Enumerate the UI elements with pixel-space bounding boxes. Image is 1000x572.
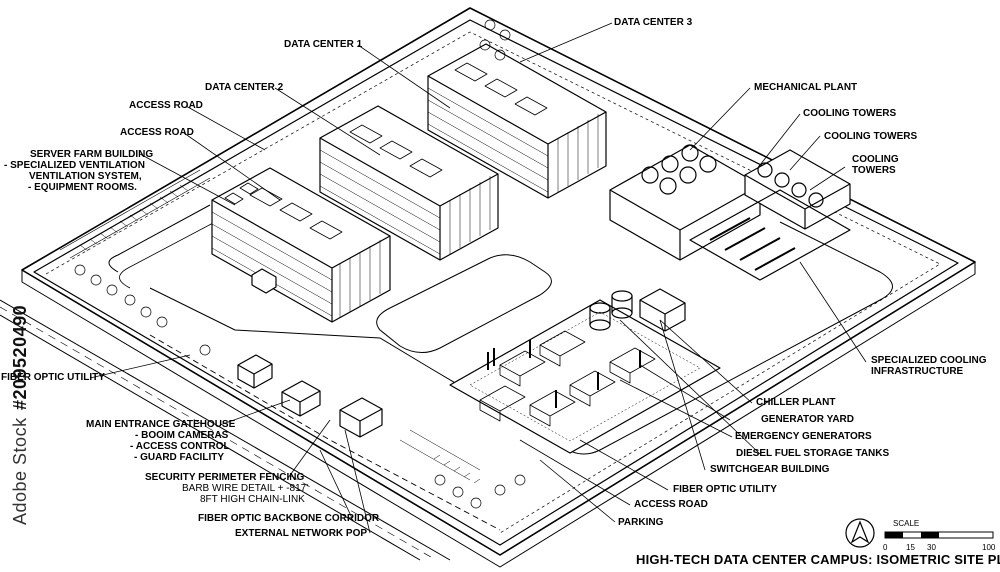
- label-parking: PARKING: [618, 517, 664, 528]
- parking-lot-front: [399, 429, 481, 481]
- label-cooling-towers-3b: TOWERS: [852, 165, 896, 176]
- scale-tick-0: 0: [883, 543, 888, 552]
- scale-label: SCALE: [893, 519, 920, 528]
- central-lawn: [376, 254, 552, 353]
- label-mechanical-plant: MECHANICAL PLANT: [754, 82, 858, 93]
- label-gatehouse-line2: - ACCESS CONTROL: [130, 441, 230, 452]
- label-switchgear: SWITCHGEAR BUILDING: [710, 464, 830, 475]
- label-fencing-line1: BARB WIRE DETAIL + -817': [182, 483, 309, 494]
- label-data-center-3: DATA CENTER 3: [614, 17, 693, 28]
- label-gatehouse: MAIN ENTRANCE GATEHOUSE: [86, 419, 236, 430]
- watermark-text: Adobe Stock: [10, 417, 30, 525]
- gatehouse: [237, 354, 273, 389]
- scale-tick-15: 15: [906, 543, 915, 552]
- chiller-yard: [689, 189, 851, 281]
- external-road: [0, 299, 451, 561]
- perimeter-fence: [33, 19, 959, 546]
- trees: [74, 19, 526, 509]
- cooling-towers: [744, 149, 851, 230]
- label-data-center-2: DATA CENTER 2: [205, 82, 284, 93]
- security-booth: [281, 380, 321, 417]
- data-center-1: [427, 43, 607, 199]
- label-server-farm-line3: - EQUIPMENT ROOMS.: [28, 182, 137, 193]
- scale-tick-30: 30: [927, 543, 936, 552]
- mechanical-plant: [609, 144, 761, 261]
- label-cooling-infra-1: SPECIALIZED COOLING: [871, 355, 987, 366]
- label-gatehouse-line3: - GUARD FACILITY: [134, 452, 224, 463]
- label-server-farm-line1: - SPECIALIZED VENTILATION: [4, 160, 145, 171]
- stock-watermark: Adobe Stock #209520490: [4, 300, 30, 570]
- label-chiller-plant: CHILLER PLANT: [756, 397, 836, 408]
- label-fiber-backbone: FIBER OPTIC BACKBONE CORRIDOR: [198, 513, 380, 524]
- label-emergency-generators: EMERGENCY GENERATORS: [735, 431, 872, 442]
- label-access-road-3: ACCESS ROAD: [634, 499, 708, 510]
- north-arrow-icon: [845, 518, 875, 548]
- network-pop: [339, 397, 383, 438]
- watermark-id: #209520490: [10, 304, 30, 410]
- label-cooling-towers-2: COOLING TOWERS: [824, 131, 918, 142]
- label-fiber-optic-utility-left: FIBER OPTIC UTILITY: [1, 372, 105, 383]
- leader-lines: [89, 22, 867, 534]
- diesel-tanks: [589, 290, 633, 331]
- label-cooling-towers-3a: COOLING: [852, 154, 899, 165]
- label-diesel-tanks: DIESEL FUEL STORAGE TANKS: [736, 448, 890, 459]
- label-cooling-infra-2: INFRASTRUCTURE: [871, 366, 964, 377]
- data-center-2: [319, 105, 499, 261]
- drawing-title: HIGH-TECH DATA CENTER CAMPUS: ISOMETRIC …: [636, 552, 1000, 567]
- label-access-road-2: ACCESS ROAD: [120, 127, 194, 138]
- label-access-road-1: ACCESS ROAD: [129, 100, 203, 111]
- scale-tick-100: 100: [982, 543, 996, 552]
- server-farm-building: [211, 167, 391, 323]
- scale-bar: [884, 531, 994, 539]
- generator-yard: [449, 299, 721, 454]
- label-generator-yard: GENERATOR YARD: [761, 414, 854, 425]
- label-data-center-1: DATA CENTER 1: [284, 39, 363, 50]
- label-server-farm: SERVER FARM BUILDING: [30, 149, 154, 160]
- label-network-pop: EXTERNAL NETWORK POP: [235, 528, 368, 539]
- label-fencing-line2: 8FT HIGH CHAIN-LINK: [200, 494, 305, 505]
- switchgear-building: [639, 288, 686, 332]
- label-gatehouse-line1: - BOOIM CAMERAS: [135, 430, 229, 441]
- label-fencing: SECURITY PERIMETER FENCING: [145, 472, 305, 483]
- label-fiber-optic-utility-right: FIBER OPTIC UTILITY: [673, 484, 777, 495]
- label-cooling-towers-1: COOLING TOWERS: [803, 108, 897, 119]
- label-server-farm-line2: VENTILATION SYSTEM,: [29, 171, 142, 182]
- parking-lot-left: [59, 169, 211, 259]
